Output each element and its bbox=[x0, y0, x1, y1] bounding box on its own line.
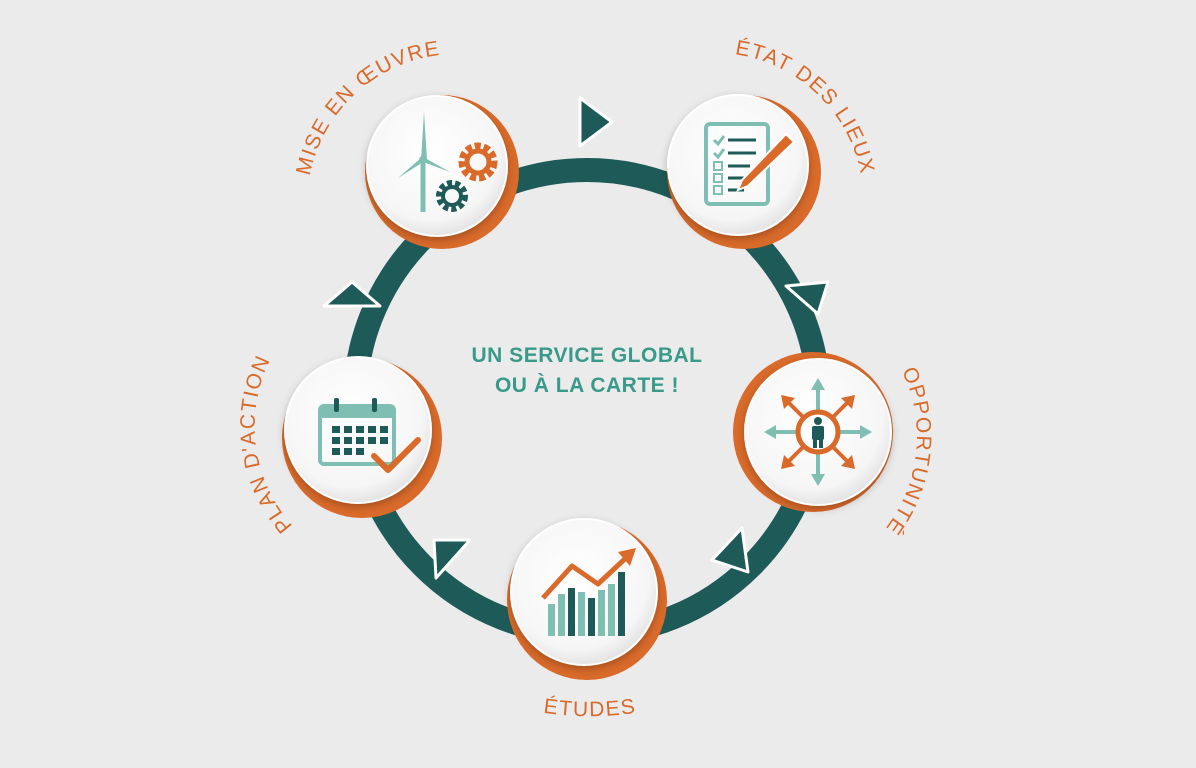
bar-chart-growth-icon bbox=[541, 548, 636, 636]
ring-arrow-top bbox=[578, 96, 614, 148]
ring-arrow-right bbox=[784, 280, 830, 316]
step-mise-en-oeuvre bbox=[365, 95, 519, 249]
step-opportunites bbox=[733, 352, 893, 512]
ring-arrow-left bbox=[322, 280, 382, 308]
step-etat-des-lieux bbox=[667, 94, 821, 249]
ring-arrow-bottom-right bbox=[710, 526, 750, 574]
person-arrows-icon bbox=[764, 378, 872, 486]
ring-arrow-bottom-left bbox=[432, 538, 472, 580]
calendar-check-icon bbox=[318, 398, 421, 473]
wind-turbine-gears-icon bbox=[398, 112, 498, 212]
checklist-pen-icon bbox=[704, 122, 796, 206]
svg-text:ÉTUDES: ÉTUDES bbox=[542, 695, 637, 722]
step-label-etudes: ÉTUDES bbox=[542, 695, 636, 722]
step-plan-d-action bbox=[282, 356, 442, 518]
step-etudes bbox=[507, 518, 667, 680]
center-title-line1: UN SERVICE GLOBAL bbox=[472, 344, 703, 367]
center-title-line2: OU À LA CARTE ! bbox=[495, 374, 679, 397]
